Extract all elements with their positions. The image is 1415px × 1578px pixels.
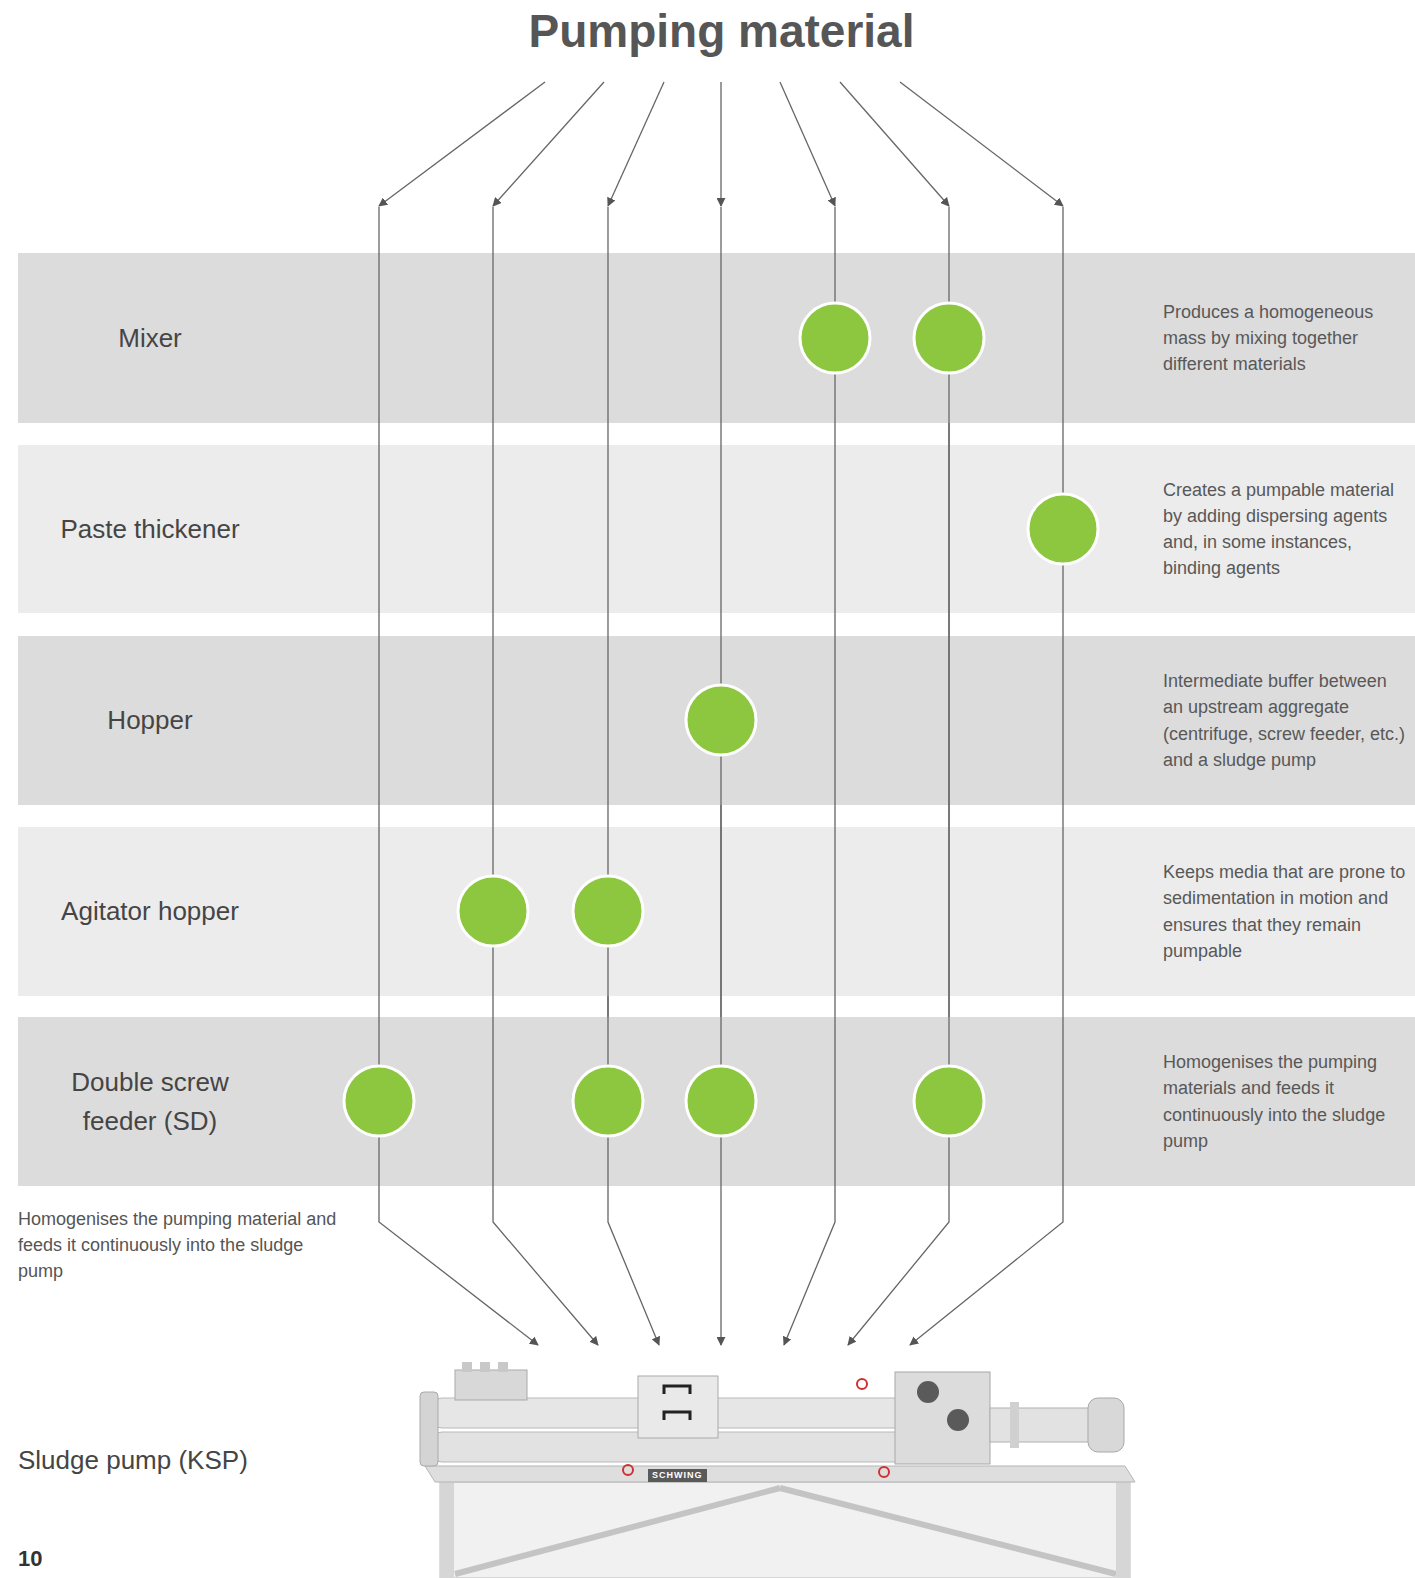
frame-leg <box>1116 1482 1130 1578</box>
diagram-title: Pumping material <box>0 4 1415 58</box>
band-label: Hopper <box>107 701 192 740</box>
feed-arrow <box>840 82 949 206</box>
band-description: Keeps media that are prone to sedimentat… <box>1163 859 1408 963</box>
band-description: Intermediate buffer between an upstream … <box>1163 668 1408 772</box>
hopper-handle <box>664 1412 690 1420</box>
text-slot: Hopper <box>35 636 265 805</box>
lifting-hook <box>623 1465 633 1475</box>
cylinder-cap <box>420 1392 438 1466</box>
frame-rail <box>425 1466 1135 1482</box>
connector-line <box>784 423 835 1345</box>
hydraulic-knob <box>462 1362 472 1372</box>
lifting-hook <box>879 1467 889 1477</box>
band-label: Agitator hopper <box>61 892 239 931</box>
feed-arrow <box>720 82 721 206</box>
usage-dot <box>686 685 756 755</box>
usage-dot <box>573 876 643 946</box>
text-slot: Creates a pumpable material by adding di… <box>1163 445 1408 613</box>
text-slot: Keeps media that are prone to sedimentat… <box>1163 827 1408 996</box>
connector-line <box>720 1186 721 1345</box>
frame-brace <box>455 1488 780 1574</box>
hydraulic-knob <box>498 1362 508 1372</box>
valve-port <box>947 1409 969 1431</box>
connector-line <box>493 996 598 1345</box>
feed-arrow <box>493 82 604 206</box>
feed-arrow <box>379 82 545 206</box>
connector-line <box>720 805 721 1017</box>
process-band: Double screw feeder (SD) Homogenises the … <box>18 1017 1415 1186</box>
pipe-flange <box>1010 1402 1019 1448</box>
valve-block <box>895 1372 990 1464</box>
usage-dot <box>800 303 870 373</box>
through-line <box>607 207 608 1186</box>
hopper-handle <box>664 1386 690 1394</box>
usage-dot <box>573 1066 643 1136</box>
text-slot: Mixer <box>35 253 265 423</box>
band-description: Homogenises the pumping materials and fe… <box>1163 1049 1408 1153</box>
lifting-hook <box>857 1379 867 1389</box>
process-band: Agitator hopper Keeps media that are pron… <box>18 827 1415 996</box>
band-ground <box>18 253 1415 423</box>
feed-arrow <box>900 82 1063 206</box>
valve-port <box>917 1381 939 1403</box>
connector-line <box>608 1186 659 1345</box>
connector-line <box>910 613 1063 1345</box>
pump-node: Sludge pump (KSP) <box>10 1345 1140 1540</box>
band-ground <box>18 636 1415 805</box>
usage-dot <box>1028 494 1098 564</box>
band-ground <box>18 827 1415 996</box>
text-slot: Produces a homogeneous mass by mixing to… <box>1163 253 1408 423</box>
band-description: Produces a homogeneous mass by mixing to… <box>1163 299 1408 377</box>
band-ground <box>18 445 1415 613</box>
feed-arrow <box>780 82 835 206</box>
text-slot: Homogenises the pumping materials and fe… <box>1163 1017 1408 1186</box>
band-label: Paste thickener <box>60 510 239 549</box>
band-description: Creates a pumpable material by adding di… <box>1163 477 1408 581</box>
band-ground <box>18 1017 1415 1186</box>
usage-dot <box>458 876 528 946</box>
brand-plate: SCHWING <box>648 1469 707 1482</box>
pump-frame <box>440 1482 1130 1578</box>
feed-hopper <box>638 1376 718 1438</box>
outlet-pipe <box>990 1408 1090 1442</box>
band-label: Mixer <box>118 319 182 358</box>
process-band: Hopper Intermediate buffer between an ups… <box>18 636 1415 805</box>
page-number: 10 <box>18 1546 42 1572</box>
note-text: Homogenises the pumping material and fee… <box>18 1206 338 1284</box>
hydraulic-knob <box>480 1362 490 1372</box>
usage-dot <box>686 1066 756 1136</box>
frame-brace <box>780 1488 1116 1574</box>
usage-dot <box>914 1066 984 1136</box>
pump-label: Sludge pump (KSP) <box>18 1445 248 1476</box>
frame-leg <box>440 1482 454 1578</box>
connector-line <box>848 1186 949 1345</box>
text-slot: Paste thickener <box>35 445 265 613</box>
feed-arrow <box>608 82 664 206</box>
process-band: Mixer Produces a homogeneous mass by mixi… <box>18 253 1415 423</box>
pipe-flange <box>1088 1398 1124 1452</box>
text-slot: Double screw feeder (SD) <box>35 1017 265 1186</box>
through-line <box>378 207 379 1186</box>
hydraulic-block <box>455 1370 527 1400</box>
connector-line <box>379 1186 538 1345</box>
usage-dot <box>914 303 984 373</box>
usage-dot <box>344 1066 414 1136</box>
band-label: Double screw feeder (SD) <box>35 1063 265 1141</box>
text-slot: Intermediate buffer between an upstream … <box>1163 636 1408 805</box>
text-slot: Agitator hopper <box>35 827 265 996</box>
connector-line <box>607 996 608 1017</box>
connector-line <box>948 423 949 1017</box>
process-band: Paste thickener Creates a pumpable materi… <box>18 445 1415 613</box>
